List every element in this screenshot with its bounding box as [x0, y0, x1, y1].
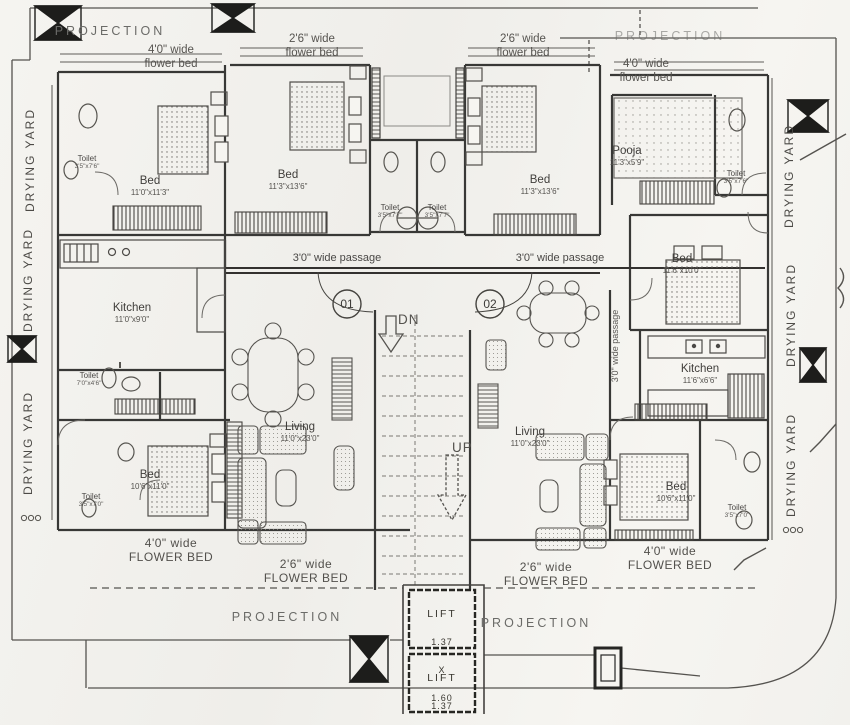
drying-yard-label-right-1: DRYING YARD	[782, 123, 796, 229]
vent-holes	[20, 514, 804, 534]
check-marks	[733, 133, 847, 571]
living-left-furniture	[231, 322, 355, 545]
center-shaft	[371, 67, 465, 139]
passage-label-left: 3'0" wide passage	[292, 252, 382, 264]
beds	[147, 65, 743, 521]
flower-bed-label-top-mid-right: 2'6" wide flower bed	[496, 33, 550, 59]
projection-label-top-right: PROJECTION	[614, 29, 726, 43]
drying-yard-label-left-2: DRYING YARD	[21, 227, 35, 333]
lift-label-1: LIFT 1.37 X 1.60	[427, 607, 457, 703]
drying-yard-label-left-1: DRYING YARD	[23, 107, 37, 213]
stair-up-label: UP	[452, 440, 473, 455]
toilet-fixtures	[63, 103, 761, 530]
projection-label-top-left: PROJECTION	[54, 24, 166, 38]
drying-yard-label-left-3: DRYING YARD	[21, 390, 35, 496]
flower-bed-label-bottom-right: 4'0" wide FLOWER BED	[627, 544, 713, 573]
flower-bed-label-bottom-left: 4'0" wide FLOWER BED	[128, 536, 214, 565]
flower-bed-label-top-right: 4'0" wide flower bed	[619, 58, 673, 84]
unit-walls	[56, 63, 770, 590]
living-right-furniture	[477, 280, 609, 551]
column-marker	[6, 3, 830, 683]
passage-label-right: 3'0" wide passage	[515, 252, 605, 264]
drying-yard-label-right-3: DRYING YARD	[784, 412, 798, 518]
flower-bed-label-bottom-mid-right: 2'6" wide FLOWER BED	[503, 560, 589, 589]
outer-boundary	[11, 7, 837, 689]
wardrobes	[112, 180, 715, 541]
lift-label-2: LIFT 1.37 X 1.60	[427, 671, 457, 712]
door-arcs	[57, 171, 769, 501]
passage-label-vertical: 3'0" wide passage	[610, 309, 620, 383]
lift-shaft	[402, 584, 485, 714]
drying-yard-label-right-2: DRYING YARD	[784, 262, 798, 368]
projection-label-bottom-right: PROJECTION	[480, 616, 592, 630]
stair-arrows	[377, 315, 468, 522]
unit-number-2: 02	[483, 297, 497, 311]
flower-bed-label-bottom-mid-left: 2'6" wide FLOWER BED	[263, 557, 349, 586]
flower-bed-label-top-mid-left: 2'6" wide flower bed	[285, 33, 339, 59]
unit-number-1: 01	[340, 297, 354, 311]
entry-symbols	[317, 271, 533, 319]
column-marker-rect	[593, 646, 623, 690]
flower-bed-label-top-left: 4'0" wide flower bed	[144, 44, 198, 70]
flower-bed-strips	[60, 47, 764, 71]
staircase	[382, 315, 463, 585]
projection-label-bottom-left: PROJECTION	[231, 610, 343, 624]
kitchen-counters	[59, 239, 766, 419]
stair-down-label: DN	[398, 312, 420, 327]
